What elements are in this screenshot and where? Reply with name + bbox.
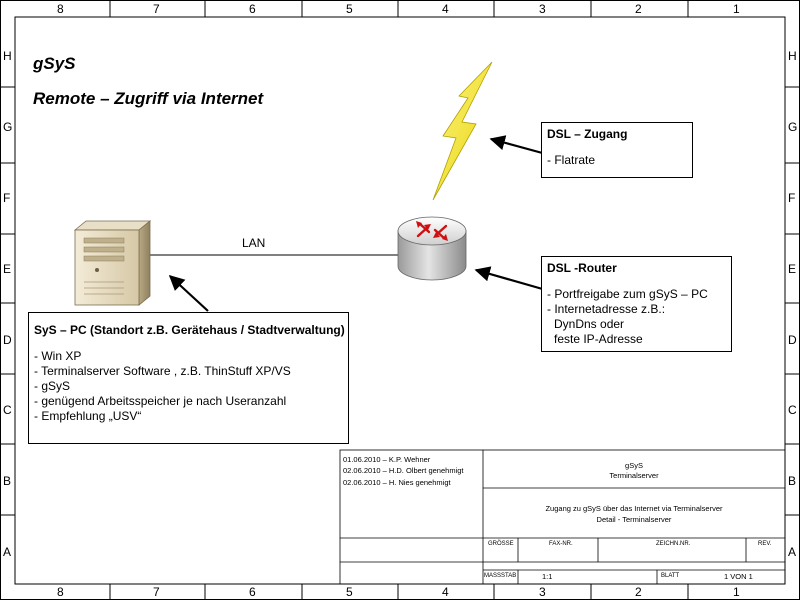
dsl-router-line: - Internetadresse z.B.:: [547, 302, 666, 316]
dsl-router-box: DSL -Router - Portfreigabe zum gSyS – PC…: [541, 256, 732, 352]
project-subtitle: Terminalserver: [609, 471, 659, 480]
grid-col-bottom-8: 8: [57, 585, 64, 599]
sys-pc-line: - Win XP: [34, 349, 82, 363]
grid-row-left-b: B: [3, 474, 12, 488]
lightning-bolt-icon: [432, 61, 493, 201]
arrow-dsl-router: [474, 266, 547, 292]
sys-pc-title: SyS – PC (Standort z.B. Gerätehaus / Sta…: [34, 323, 345, 337]
drawing-description-sub: Detail - Terminalserver: [596, 515, 672, 524]
grid-row-right-a: A: [788, 545, 797, 559]
grid-col-bottom-7: 7: [153, 585, 160, 599]
grid-col-bottom-4: 4: [442, 585, 449, 599]
grid-col-top-6: 6: [249, 2, 256, 16]
grid-col-bottom-6: 6: [249, 585, 256, 599]
dsl-router-line: - Portfreigabe zum gSyS – PC: [547, 287, 708, 301]
dsl-zugang-title: DSL – Zugang: [547, 127, 628, 141]
server-tower-icon: [73, 220, 152, 306]
massstab-value: 1:1: [542, 572, 553, 581]
revision-entry: 02.06.2010 – H.D. Olbert genehmigt: [343, 466, 464, 475]
dsl-router-title: DSL -Router: [547, 261, 617, 275]
dsl-router-line: feste IP-Adresse: [554, 332, 643, 346]
grid-row-right-c: C: [788, 403, 797, 417]
label-groesse: GRÖSSE: [488, 541, 514, 547]
sys-pc-line: - gSyS: [34, 379, 71, 393]
grid-col-top-7: 7: [153, 2, 160, 16]
diagram-subtitle: Remote – Zugriff via Internet: [33, 89, 264, 108]
grid-col-bottom-3: 3: [539, 585, 546, 599]
grid-row-left-e: E: [3, 262, 12, 276]
grid-row-left-h: H: [3, 49, 12, 63]
arrow-dsl-zugang: [489, 135, 547, 156]
sys-pc-line: - genügend Arbeitsspeicher je nach Usera…: [34, 394, 287, 408]
grid-row-right-f: F: [788, 191, 796, 205]
revision-entry: 01.06.2010 – K.P. Wehner: [343, 455, 431, 464]
label-massstab: MASSSTAB: [484, 573, 517, 579]
title-block-lines: [339, 449, 786, 585]
blatt-value: 1 VON 1: [724, 572, 753, 581]
label-blatt: BLATT: [661, 573, 680, 579]
grid-row-right-e: E: [788, 262, 797, 276]
grid-row-right-d: D: [788, 333, 797, 347]
sys-pc-box: SyS – PC (Standort z.B. Gerätehaus / Sta…: [28, 312, 349, 444]
grid-col-top-8: 8: [57, 2, 64, 16]
project-name: gSyS: [625, 461, 643, 470]
label-rev: REV.: [758, 541, 772, 547]
router-icon: [397, 216, 467, 281]
dsl-zugang-line: - Flatrate: [547, 153, 596, 167]
grid-row-left-f: F: [3, 191, 11, 205]
arrow-sys-pc: [168, 274, 209, 312]
grid-row-left-c: C: [3, 403, 12, 417]
grid-row-left-g: G: [3, 120, 13, 134]
grid-col-top-5: 5: [346, 2, 353, 16]
sys-pc-line: - Terminalserver Software , z.B. ThinStu…: [34, 364, 291, 378]
dsl-zugang-box: DSL – Zugang - Flatrate: [541, 122, 693, 178]
lan-label: LAN: [242, 236, 266, 250]
grid-col-top-2: 2: [635, 2, 642, 16]
grid-col-top-3: 3: [539, 2, 546, 16]
grid-row-right-h: H: [788, 49, 797, 63]
grid-row-left-d: D: [3, 333, 12, 347]
drawing-description: Zugang zu gSyS über das Internet via Ter…: [545, 504, 723, 513]
dsl-router-line: DynDns oder: [554, 317, 625, 331]
diagram-title: gSyS: [33, 54, 76, 73]
grid-col-top-4: 4: [442, 2, 449, 16]
grid-col-bottom-1: 1: [733, 585, 740, 599]
sys-pc-line: - Empfehlung „USV“: [34, 409, 142, 423]
grid-col-top-1: 1: [733, 2, 740, 16]
revision-entry: 02.06.2010 – H. Nies genehmigt: [343, 478, 451, 487]
grid-row-right-g: G: [788, 120, 798, 134]
column-ticks: [109, 0, 689, 600]
row-ticks: [0, 86, 800, 516]
grid-row-right-b: B: [788, 474, 797, 488]
grid-row-left-a: A: [3, 545, 12, 559]
grid-col-bottom-2: 2: [635, 585, 642, 599]
grid-col-bottom-5: 5: [346, 585, 353, 599]
label-zeichn: ZEICHN.NR.: [656, 541, 691, 547]
label-fax: FAX-NR.: [549, 541, 573, 547]
